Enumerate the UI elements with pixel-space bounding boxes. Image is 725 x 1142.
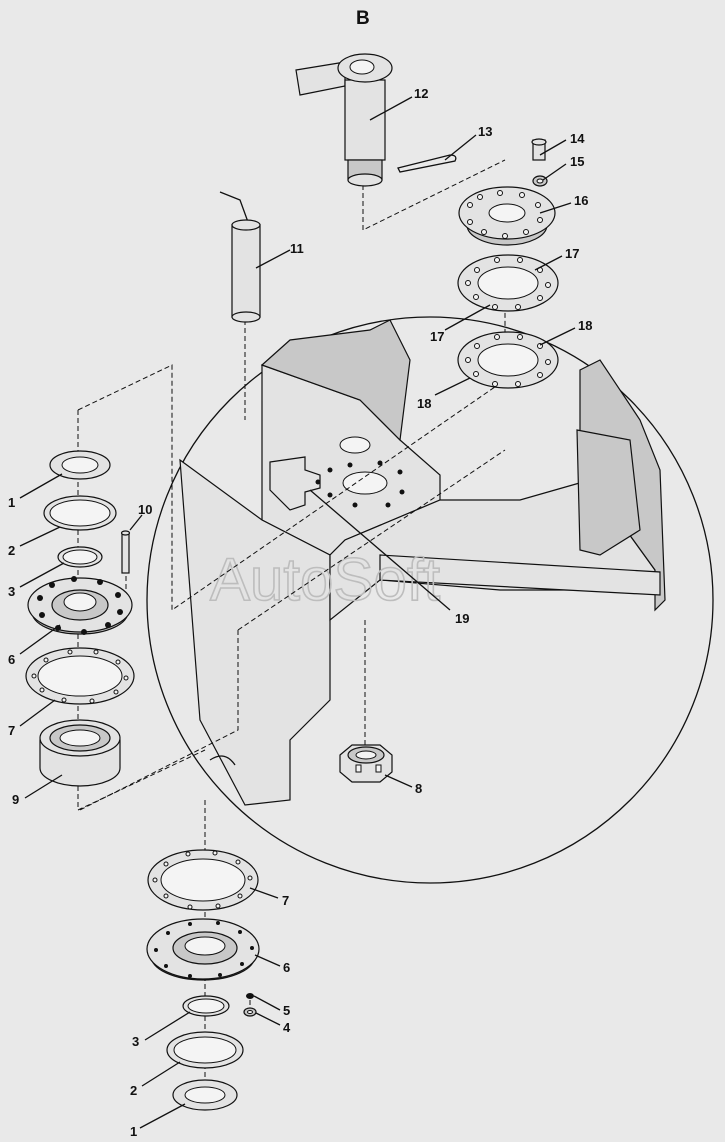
callout-13: 13 bbox=[478, 124, 492, 139]
callout-17-left: 17 bbox=[430, 329, 444, 344]
callout-3-lower: 3 bbox=[132, 1034, 139, 1049]
pin-10 bbox=[120, 530, 131, 574]
callout-12: 12 bbox=[414, 86, 428, 101]
seal-5 bbox=[246, 993, 254, 999]
bearing-flange-6-lower bbox=[146, 918, 260, 981]
gasket-7-lower bbox=[147, 849, 259, 911]
bearing-9 bbox=[39, 719, 121, 787]
callout-17-right: 17 bbox=[565, 246, 579, 261]
callout-5: 5 bbox=[283, 1003, 290, 1018]
frame-structure bbox=[179, 319, 666, 806]
ring-3-upper bbox=[57, 546, 103, 568]
callout-4: 4 bbox=[283, 1020, 291, 1035]
diagram-title: B bbox=[356, 8, 370, 29]
castle-nut-8 bbox=[339, 744, 393, 783]
callout-19: 19 bbox=[455, 611, 469, 626]
callout-3-upper: 3 bbox=[8, 584, 15, 599]
callout-16: 16 bbox=[574, 193, 588, 208]
callout-18-left: 18 bbox=[417, 396, 431, 411]
callout-2-upper: 2 bbox=[8, 543, 15, 558]
callout-7-lower: 7 bbox=[282, 893, 289, 908]
pivot-pin-12 bbox=[295, 53, 393, 187]
grease-tube-11 bbox=[219, 191, 261, 323]
gasket-7-upper bbox=[25, 647, 135, 705]
callout-1-lower: 1 bbox=[130, 1124, 137, 1139]
flange-16 bbox=[458, 186, 556, 246]
callout-18-right: 18 bbox=[578, 318, 592, 333]
callout-15: 15 bbox=[570, 154, 584, 169]
bearing-flange-6-upper bbox=[27, 576, 133, 635]
gasket-18 bbox=[457, 331, 559, 389]
callout-8: 8 bbox=[415, 781, 422, 796]
callout-7-upper: 7 bbox=[8, 723, 15, 738]
ring-3-lower bbox=[182, 995, 230, 1017]
leader-lines bbox=[19, 96, 576, 1129]
ring-1-upper bbox=[49, 450, 111, 480]
callout-6-upper: 6 bbox=[8, 652, 15, 667]
callout-9: 9 bbox=[12, 792, 19, 807]
watermark: AutoSoft bbox=[210, 546, 440, 613]
callout-14: 14 bbox=[570, 131, 585, 146]
callout-labels: 1 2 3 6 7 9 10 11 12 13 14 15 16 17 17 1… bbox=[8, 86, 592, 1139]
nut-4 bbox=[243, 1007, 257, 1017]
callout-11: 11 bbox=[290, 241, 304, 256]
callout-2-lower: 2 bbox=[130, 1083, 137, 1098]
washer-15 bbox=[532, 175, 548, 187]
gasket-17 bbox=[457, 254, 559, 312]
callout-10: 10 bbox=[138, 502, 152, 517]
callout-6-lower: 6 bbox=[283, 960, 290, 975]
ring-2-lower bbox=[166, 1031, 244, 1069]
bolt-14 bbox=[531, 138, 547, 161]
ring-2-upper bbox=[43, 495, 117, 531]
ring-1-lower bbox=[172, 1079, 238, 1111]
callout-1-upper: 1 bbox=[8, 495, 15, 510]
